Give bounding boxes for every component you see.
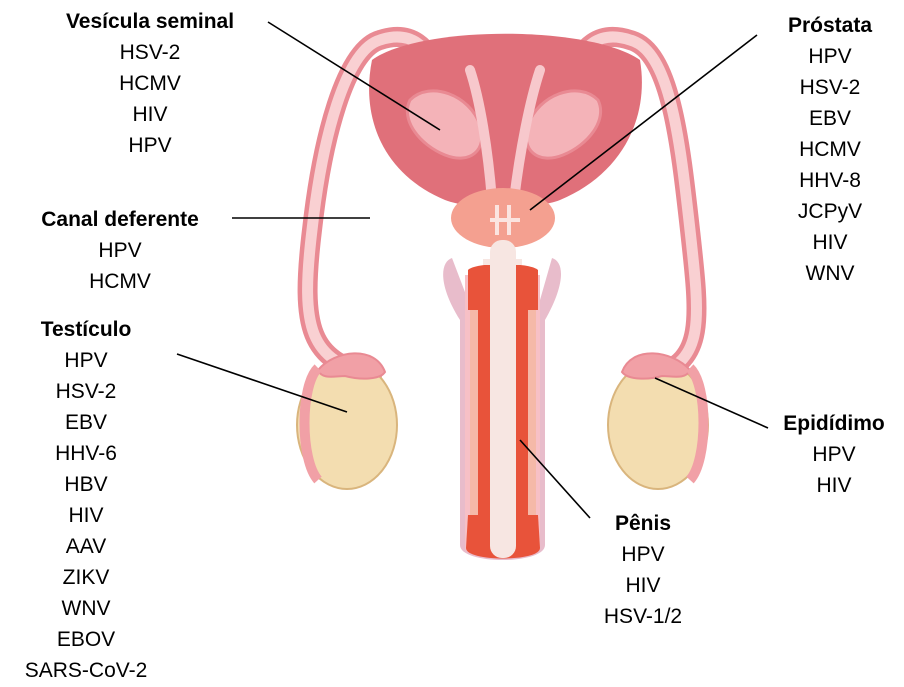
label-testiculo: Testículo HPV HSV-2 EBV HHV-6 HBV HIV AA… [0,314,172,686]
virus-item: HIV [766,470,902,501]
virus-item: HPV [12,235,228,266]
label-title: Testículo [0,314,172,345]
label-epididimo: Epidídimo HPV HIV [766,408,902,501]
virus-item: AAV [0,531,172,562]
virus-item: HPV [766,439,902,470]
virus-item: HSV-2 [760,72,900,103]
virus-item: HSV-1/2 [580,601,706,632]
virus-item: HIV [0,500,172,531]
virus-item: HBV [0,469,172,500]
virus-item: WNV [0,593,172,624]
virus-item: HPV [30,130,270,161]
label-vesicula-seminal: Vesícula seminal HSV-2 HCMV HIV HPV [30,6,270,161]
virus-item: HHV-8 [760,165,900,196]
label-title: Próstata [760,10,900,41]
virus-item: HHV-6 [0,438,172,469]
virus-item: HIV [30,99,270,130]
label-title: Epidídimo [766,408,902,439]
label-title: Vesícula seminal [30,6,270,37]
virus-item: HCMV [30,68,270,99]
virus-item: HPV [760,41,900,72]
virus-item: HIV [760,227,900,258]
virus-item: WNV [760,258,900,289]
virus-item: HIV [580,570,706,601]
penis-shaft [443,240,561,560]
virus-item: JCPyV [760,196,900,227]
virus-item: HCMV [12,266,228,297]
virus-item: SARS-CoV-2 [0,655,172,686]
virus-item: HPV [0,345,172,376]
virus-item: EBOV [0,624,172,655]
virus-item: ZIKV [0,562,172,593]
label-title: Pênis [580,508,706,539]
virus-item: EBV [0,407,172,438]
virus-item: EBV [760,103,900,134]
label-canal-deferente: Canal deferente HPV HCMV [12,204,228,297]
label-penis: Pênis HPV HIV HSV-1/2 [580,508,706,632]
virus-item: HSV-2 [30,37,270,68]
label-prostata: Próstata HPV HSV-2 EBV HCMV HHV-8 JCPyV … [760,10,900,289]
label-title: Canal deferente [12,204,228,235]
virus-item: HCMV [760,134,900,165]
virus-item: HPV [580,539,706,570]
virus-item: HSV-2 [0,376,172,407]
